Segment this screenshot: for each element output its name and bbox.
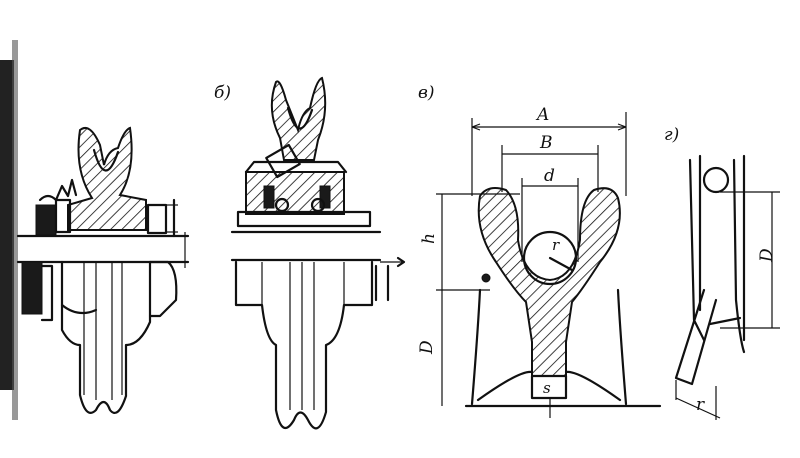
- pulley-assembly-b: [230, 76, 406, 430]
- dim-label-r-right: r: [696, 395, 705, 415]
- dim-label-A: A: [535, 105, 549, 125]
- dim-label-h: h: [419, 233, 439, 244]
- dim-label-D-left: D: [417, 340, 437, 355]
- pulley-assembly-a: [16, 126, 190, 414]
- dim-label-r: r: [552, 236, 560, 254]
- panel-label-b: б): [214, 83, 231, 103]
- panel-label-g: г): [664, 125, 679, 145]
- sheave-cross-section-v: [436, 112, 662, 418]
- dim-label-D-right: D: [757, 248, 777, 263]
- dim-label-s: s: [543, 379, 551, 397]
- panel-label-v: в): [418, 83, 435, 103]
- scan-edge-shadow: [0, 40, 18, 420]
- dim-label-B: B: [539, 133, 553, 153]
- sheave-side-view-g: [674, 154, 780, 420]
- dim-label-d: d: [544, 166, 555, 186]
